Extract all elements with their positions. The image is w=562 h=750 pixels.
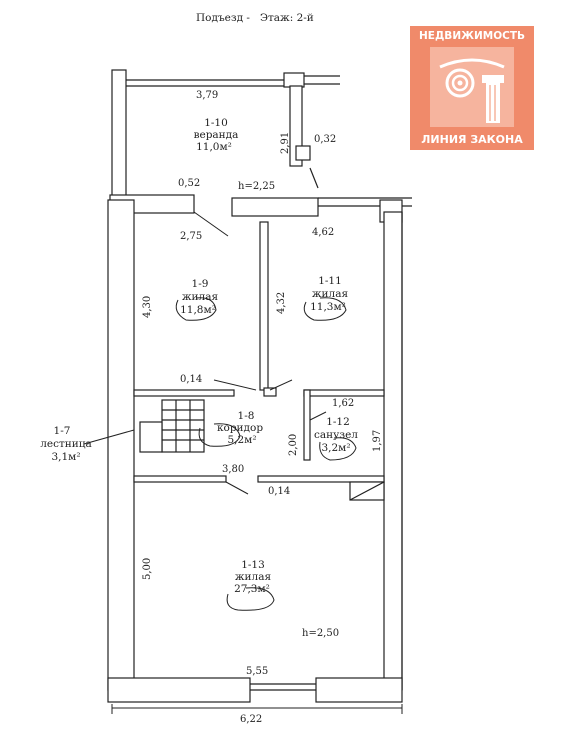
room-1-12-number: 1-12 [326,416,350,428]
dim-2-00: 2,00 [288,434,299,456]
dim-5-00: 5,00 [142,558,153,580]
dim-4-32: 4,32 [276,292,287,314]
wall-partition-1-13-left [133,475,227,483]
room-1-12-name: санузел [314,429,358,441]
room-1-11-name: жилая [312,288,349,300]
wall-left [107,199,135,691]
wall-partition-1-13-right [257,475,385,483]
room-1-9-number: 1-9 [192,278,209,290]
room-1-10-name: веранда [194,129,239,141]
room-1-13-area: 27,3м² [234,583,270,595]
dim-4-62: 4,62 [312,227,334,238]
plan-header: Подъезд - Этаж: 2-й [196,12,314,24]
room-1-11-area: 11,3м² [310,301,346,313]
room-1-7-area: 3,1м² [51,451,80,463]
veranda-corner-post [283,72,305,88]
dim-h-2-50: h=2,50 [302,628,339,639]
dim-0-32: 0,32 [314,134,336,145]
dim-2-75: 2,75 [180,231,202,242]
dim-4-30: 4,30 [142,296,153,318]
logo-bottom-text: ЛИНИЯ ЗАКОНА [421,133,523,146]
dim-5-55: 5,55 [246,666,268,677]
room-1-13-number: 1-13 [241,559,265,571]
room-1-8-area: 5,2м² [227,434,256,446]
dim-0-52: 0,52 [178,178,200,189]
entrance-label: Подъезд - [196,12,250,24]
room-1-9-area: 11,8м² [180,304,216,316]
dim-6-22: 6,22 [240,714,262,725]
room-1-9-name: жилая [182,291,219,303]
wall-stub [263,387,277,397]
dim-2-91: 2,91 [280,132,291,154]
room-1-10-number: 1-10 [204,117,228,129]
wall-bathroom-top [303,389,385,397]
dim-3-79: 3,79 [196,90,218,101]
stair-landing [139,421,163,453]
dim-1-62: 1,62 [332,398,354,409]
wall-partition-1-9 [133,389,235,397]
room-1-12-area: 3,2м² [321,442,350,454]
logo-top-text: НЕДВИЖИМОСТЬ [419,30,525,42]
wall-right [383,211,403,691]
room-1-13-name: жилая [235,571,272,583]
wall-bathroom-left [303,389,311,461]
room-1-10-area: 11,0м² [196,141,232,153]
wall-partition-vertical [259,221,269,391]
room-1-11-number: 1-11 [318,275,342,287]
dim-h-2-25: h=2,25 [238,181,275,192]
dim-3-80: 3,80 [222,464,244,475]
dim-0-14-top: 0,14 [180,374,202,385]
wall-top-mid [231,197,319,217]
veranda-left-wall [111,69,127,201]
dim-1-97: 1,97 [372,430,383,452]
ionic-column-icon [430,47,514,127]
stair-1-7 [161,399,205,453]
wall-bottom-right [315,677,403,703]
floor-label: Этаж: 2-й [259,12,314,24]
room-1-7-name: лестница [40,438,92,450]
room-1-8-number: 1-8 [238,410,255,422]
agency-logo: НЕДВИЖИМОСТЬ ЛИНИЯ ЗАКОНА [410,26,534,150]
dim-0-14-bottom: 0,14 [268,486,290,497]
post-0-32 [295,145,311,161]
room-1-7-number: 1-7 [54,425,71,437]
room-1-8-name: коридор [217,422,263,434]
wall-bottom-left [107,677,251,703]
